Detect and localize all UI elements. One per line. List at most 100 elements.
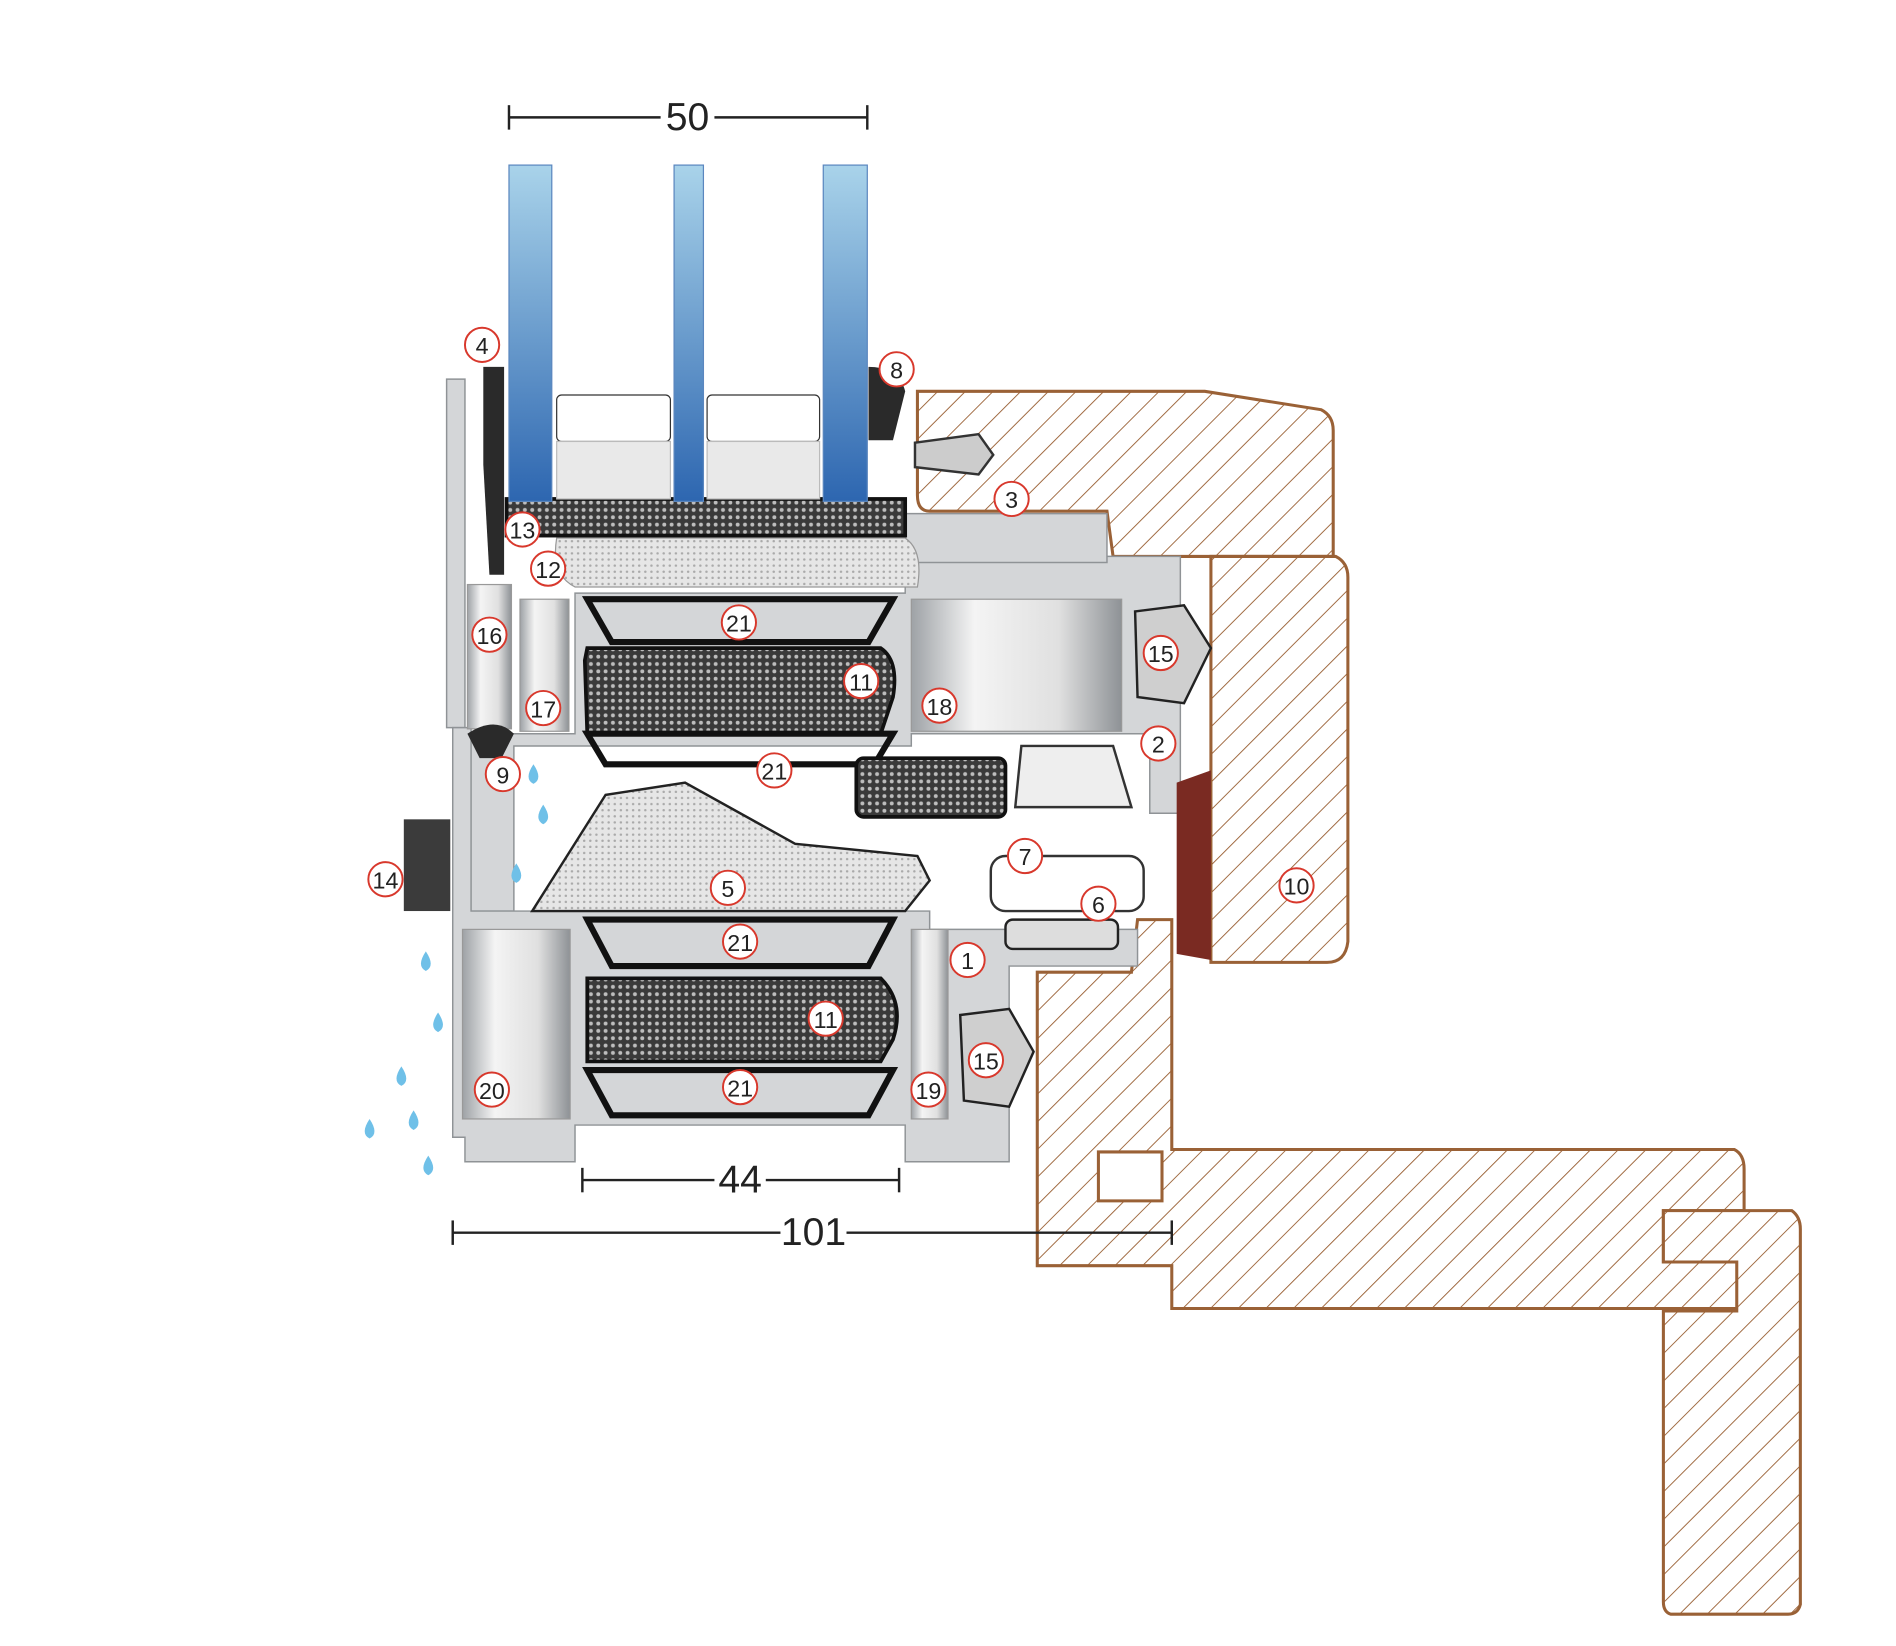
callout-ring xyxy=(463,326,501,363)
gasket-block xyxy=(854,756,1008,819)
callout-ring xyxy=(921,687,958,724)
callout-ring xyxy=(1006,837,1044,875)
callout-ring xyxy=(949,941,986,979)
callout-ring xyxy=(878,351,915,388)
callout-number: 2 xyxy=(1152,732,1165,758)
callout-ring xyxy=(473,1071,510,1108)
callout-ring xyxy=(722,1069,759,1106)
callout-number: 21 xyxy=(727,1075,753,1101)
callout-2: 2 xyxy=(1140,725,1177,762)
callout-ring xyxy=(993,480,1030,518)
callout-17: 17 xyxy=(525,689,562,727)
callout-11: 11 xyxy=(843,663,880,700)
dimension-101: 101 xyxy=(451,1211,1174,1254)
triple-glazing xyxy=(508,164,868,502)
glazing-bed xyxy=(504,497,908,538)
hardware-6-base xyxy=(1004,918,1120,951)
dimension-label: 101 xyxy=(781,1211,846,1254)
drip-cap xyxy=(403,819,451,912)
callout-20: 20 xyxy=(473,1071,510,1108)
glass-pane-middle xyxy=(673,164,705,502)
callout-15: 15 xyxy=(1142,634,1179,672)
dimension-50: 50 xyxy=(507,96,869,139)
callout-number: 12 xyxy=(535,557,561,583)
callout-number: 21 xyxy=(726,611,752,637)
callout-number: 18 xyxy=(927,694,953,720)
callout-number: 4 xyxy=(476,333,489,359)
glass-pane-inner xyxy=(822,164,868,502)
wood-frame-lower xyxy=(1035,918,1746,1311)
callout-13: 13 xyxy=(504,511,541,548)
callout-3: 3 xyxy=(993,480,1030,518)
callout-18: 18 xyxy=(921,687,958,724)
callout-number: 9 xyxy=(496,762,509,788)
dimension-44: 44 xyxy=(581,1159,901,1202)
callout-number: 11 xyxy=(849,669,873,695)
callout-number: 5 xyxy=(721,876,734,902)
callout-number: 1 xyxy=(961,948,974,974)
callout-ring xyxy=(1142,634,1179,672)
insulation-lower xyxy=(585,976,899,1064)
callout-number: 21 xyxy=(761,759,787,785)
dimension-label: 44 xyxy=(718,1159,762,1202)
callout-ring xyxy=(1080,885,1117,922)
callout-11: 11 xyxy=(807,1000,844,1037)
callout-number: 16 xyxy=(477,623,503,649)
callout-number: 15 xyxy=(1148,641,1174,667)
callout-number: 15 xyxy=(973,1048,999,1074)
callout-ring xyxy=(525,689,562,727)
callout-ring xyxy=(843,663,880,700)
spacer xyxy=(556,394,672,443)
callout-ring xyxy=(1278,867,1315,904)
callout-ring xyxy=(530,550,567,587)
callout-ring xyxy=(484,755,521,793)
callout-number: 10 xyxy=(1284,874,1310,900)
callout-12: 12 xyxy=(530,550,567,587)
callout-ring xyxy=(910,1071,947,1108)
callout-9: 9 xyxy=(484,755,521,793)
callout-ring xyxy=(367,861,404,898)
wood-frame xyxy=(915,389,1802,1616)
wood-frame-right xyxy=(1209,554,1350,964)
callout-ring xyxy=(807,1000,844,1037)
callout-number: 13 xyxy=(510,518,536,544)
seal-strip xyxy=(1176,770,1211,960)
callout-ring xyxy=(756,752,793,789)
callout-10: 10 xyxy=(1278,867,1315,904)
callout-ring xyxy=(720,604,757,641)
callout-number: 14 xyxy=(373,867,399,893)
spacer xyxy=(706,394,821,443)
callout-ring xyxy=(722,923,759,960)
callout-4: 4 xyxy=(463,326,501,363)
callout-15: 15 xyxy=(967,1042,1005,1079)
screw-3 xyxy=(913,432,995,476)
glass-pane-outer xyxy=(508,164,553,502)
callout-number: 8 xyxy=(890,358,903,384)
callout-21: 21 xyxy=(756,752,793,789)
callout-6: 6 xyxy=(1080,885,1117,922)
wood-lining xyxy=(1661,1209,1802,1616)
callout-number: 6 xyxy=(1092,892,1105,918)
callout-19: 19 xyxy=(910,1071,947,1108)
dimension-label: 50 xyxy=(666,96,710,139)
callout-7: 7 xyxy=(1006,837,1044,875)
callout-number: 17 xyxy=(530,696,556,722)
callout-number: 20 xyxy=(479,1078,505,1104)
callout-ring xyxy=(471,616,508,653)
callout-ring xyxy=(967,1042,1005,1079)
gasket-outer xyxy=(483,366,505,575)
callout-21: 21 xyxy=(722,1069,759,1106)
callout-ring xyxy=(1140,725,1177,762)
profile-chamber-16 xyxy=(466,583,513,730)
callout-number: 3 xyxy=(1005,487,1018,513)
callout-ring xyxy=(709,869,746,906)
callout-5: 5 xyxy=(709,869,746,906)
water-drops xyxy=(364,764,549,1176)
callout-number: 19 xyxy=(916,1078,942,1104)
callout-number: 11 xyxy=(814,1007,838,1033)
callout-ring xyxy=(504,511,541,548)
thermal-strut-lower xyxy=(582,916,899,1119)
callout-1: 1 xyxy=(949,941,986,979)
gasket-9 xyxy=(467,724,514,759)
